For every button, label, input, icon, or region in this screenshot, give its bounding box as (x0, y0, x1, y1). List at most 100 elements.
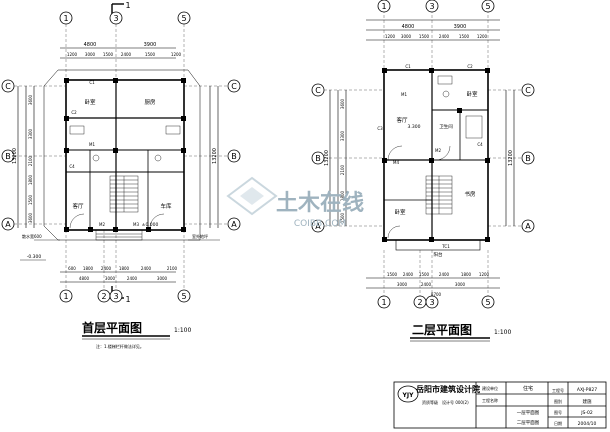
title-block-number: JS-02 (580, 410, 593, 416)
plan2-room-study: 书房 (464, 190, 476, 198)
plan2-dim-bottom-detail: 1500 (419, 272, 430, 277)
plan1-dim-left: 1500 (28, 194, 33, 205)
plan1-opening-tag: M3 (133, 222, 139, 227)
title-block-company: 岳阳市建筑设计院 (416, 384, 480, 394)
plan2-dim-top-detail: 2400 (439, 34, 450, 39)
plan1-axis-top-1-label: 1 (63, 14, 68, 23)
plan1-axis-left-A (1, 217, 15, 231)
plan1-floor-elevation: ±0.000 (142, 222, 159, 228)
plan1-note: 注：1.楼梯栏杆做法详见。 (96, 343, 144, 349)
plan1-dim-right-total: 13200 (212, 148, 218, 164)
plan1-dim-bottom-overall: 3000 (105, 276, 116, 281)
plan1-dim-left: 1800 (28, 174, 33, 185)
plan2-dim-left: 3300 (340, 130, 345, 141)
plan1-section-mark-bottom: 1 (125, 295, 130, 304)
plan2-room-living: 客厅 (396, 116, 408, 124)
plan2-dim-bottom-total: 8700 (431, 292, 442, 297)
plan1-axis-bottom-5-label: 5 (181, 292, 186, 301)
plan2-axis-top-1 (377, 0, 391, 13)
title-block-design-no-value: 000(2) (455, 400, 469, 405)
plan1-axis-left-C-label: C (5, 82, 11, 91)
plan1-opening-tag: M1 (89, 142, 95, 147)
plan1-axis-right-A (227, 217, 241, 231)
watermark-logo (226, 176, 278, 216)
title-block-label-job: 工程号 (552, 387, 564, 393)
plan2-room-bathroom: 卫生间 (439, 123, 453, 130)
plan2-dim-right-total: 13200 (508, 150, 514, 166)
title-block-company-sub: 资质等级 (422, 399, 438, 405)
plan2-axis-top-5 (481, 0, 495, 13)
plan2-dim-top-detail: 1500 (419, 34, 430, 39)
plan1-dim-bottom-overall: 4800 (79, 276, 90, 281)
plan2-axis-bottom-3 (425, 295, 439, 309)
plan2-dim-top-overall: 3900 (454, 24, 467, 30)
plan1-dim-top-detail: 2400 (121, 52, 132, 57)
plan2-axis-bottom-5-label: 5 (485, 298, 490, 307)
plan2-room-balcony: 阳台 (434, 251, 443, 258)
title-block-sheet-label: 住宅 (523, 385, 533, 392)
plan2-axis-right-B-label: B (525, 154, 531, 163)
plan1-dim-top-overall: 3900 (144, 42, 157, 48)
plan2-axis-bottom-3-label: 3 (429, 298, 434, 307)
plan1-dim-bottom-detail: 2400 (141, 266, 152, 271)
plan2-axis-right-B (521, 151, 535, 165)
plan2-dim-top-detail: 3000 (401, 34, 412, 39)
plan2-axis-top-5-label: 5 (485, 2, 490, 11)
plan1-room-bedroom: 卧室 (84, 98, 96, 106)
plan2-room-bedroom-2: 卧室 (466, 90, 478, 98)
plan1-axis-right-B (227, 149, 241, 163)
plan1-axis-bottom-1-label: 1 (63, 292, 68, 301)
plan1-axis-left-B (1, 149, 15, 163)
plan2-dim-bottom-overall: 2400 (421, 282, 432, 287)
watermark-text: 土木在线 (276, 190, 364, 216)
plan2-dim-left-total: 13200 (324, 150, 330, 166)
plan2-scale: 1:100 (494, 329, 511, 336)
plan2-dim-bottom-detail: 1500 (387, 272, 398, 277)
plan1-axis-top-5-label: 5 (181, 14, 186, 23)
plan2-opening-tag: M2 (435, 148, 441, 153)
plan1-axis-right-C-label: C (231, 82, 237, 91)
title-block-drawing-no: AXJ-P827 (577, 387, 597, 393)
plan1-dim-top-detail: 1200 (67, 52, 78, 57)
plan1-dim-left: 2100 (28, 155, 33, 166)
plan1-dim-top-detail: 3000 (85, 52, 96, 57)
plan2-axis-top-3 (425, 0, 439, 13)
plan1-room-living: 客厅 (72, 202, 84, 210)
plan1-dim-top-detail: 1500 (145, 52, 156, 57)
plan2-axis-left-B-label: B (315, 154, 321, 163)
plan1-dim-top-detail: 1500 (103, 52, 114, 57)
plan2-room-bedroom-1: 卧室 (394, 208, 406, 216)
plan2-dim-bottom-detail: 1200 (479, 272, 490, 277)
plan2-axis-left-A-label: A (315, 222, 321, 231)
plan2-dim-bottom-overall: 3000 (397, 282, 408, 287)
plan1-dim-bottom-detail: 1800 (119, 266, 130, 271)
plan2-axis-right-C (521, 83, 535, 97)
title-block-design-no-label: 设计号 (442, 399, 454, 405)
plan2-dim-top-overall: 4800 (402, 24, 415, 30)
plan1-dim-top-overall: 4800 (84, 42, 97, 48)
plan2-axis-left-C-label: C (315, 86, 321, 95)
plan1-section-mark-top: 1 (125, 1, 130, 10)
plan2-axis-bottom-1 (377, 295, 391, 309)
plan2-axis-bottom-2-label: 2 (417, 298, 422, 307)
plan1-dim-left: 3600 (28, 212, 33, 223)
plan2-axis-left-B (311, 151, 325, 165)
plan2-second-floor (324, 10, 522, 296)
plan1-axis-top-5 (177, 11, 191, 25)
plan1-dim-top-detail: 1200 (171, 52, 182, 57)
plan1-axis-top-3-label: 3 (113, 14, 118, 23)
plan2-axis-right-A-label: A (525, 222, 531, 231)
plan2-dim-left: 3600 (340, 98, 345, 109)
plan2-axis-bottom-1-label: 1 (381, 298, 386, 307)
plan1-axis-bottom-1 (59, 289, 73, 303)
plan1-grade-note: 室外地坪 (192, 233, 208, 239)
plan1-axis-left-B-label: B (5, 152, 11, 161)
plan1-dim-bottom-detail: 2400 (101, 266, 112, 271)
plan2-dim-top-detail: 1200 (477, 34, 488, 39)
plan1-dim-left: 3600 (28, 94, 33, 105)
plan1-dim-bottom-detail: 2100 (167, 266, 178, 271)
watermark-subtext: COIBB.COM (294, 219, 346, 229)
title-block-project-label: 建设单位 (482, 385, 498, 391)
